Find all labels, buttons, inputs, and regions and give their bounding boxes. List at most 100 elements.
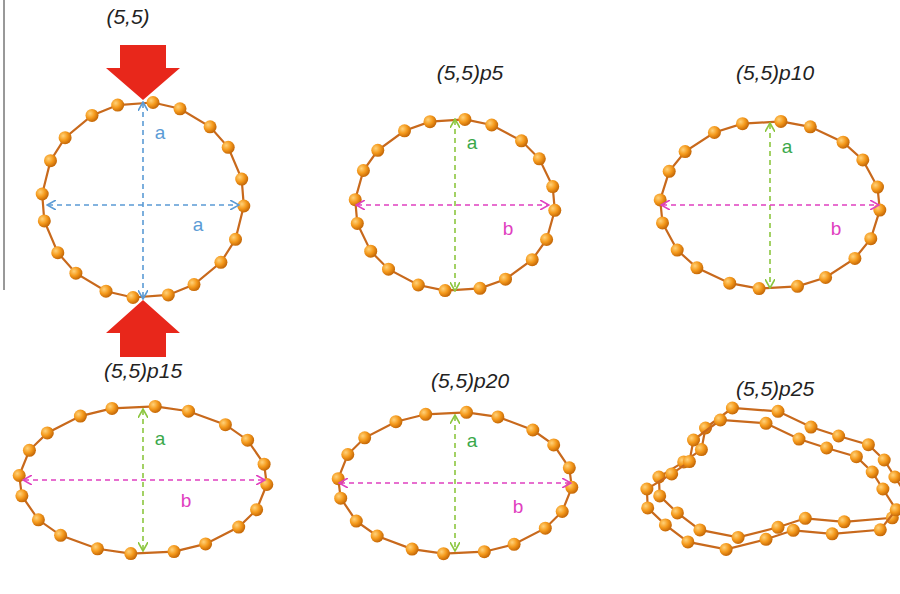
carbon-atom	[832, 430, 845, 443]
carbon-atom	[533, 152, 546, 165]
carbon-atom	[720, 543, 733, 556]
structure-title: (5,5)	[106, 6, 149, 27]
carbon-atom	[241, 434, 254, 447]
carbon-atom	[358, 431, 371, 444]
carbon-atom	[837, 136, 850, 149]
carbon-atom	[793, 433, 806, 446]
axis-label: a	[193, 215, 204, 234]
carbon-atom	[199, 537, 212, 550]
carbon-atom	[341, 448, 354, 461]
axis-label: a	[467, 133, 478, 152]
carbon-atom	[174, 102, 187, 115]
carbon-atom	[540, 233, 553, 246]
carbon-atom	[526, 253, 539, 266]
axis-label: a	[155, 123, 166, 142]
carbon-atom	[659, 518, 672, 531]
carbon-atom	[876, 483, 889, 496]
carbon-atom	[838, 515, 851, 528]
carbon-atom	[641, 501, 654, 514]
carbon-atom	[799, 512, 812, 525]
carbon-atom	[86, 109, 99, 122]
carbon-atom	[539, 522, 552, 535]
carbon-atom	[162, 288, 175, 301]
carbon-atom	[100, 285, 113, 298]
carbon-atom	[690, 261, 703, 274]
dimension-lines	[24, 103, 878, 550]
carbon-atom	[38, 214, 51, 227]
carbon-atom	[736, 117, 749, 130]
structure-title: (5,5)p15	[104, 360, 182, 381]
carbon-atom	[250, 503, 263, 516]
carbon-atom	[671, 244, 684, 257]
carbon-atom	[546, 180, 559, 193]
carbon-atom	[888, 471, 900, 484]
axis-label: b	[181, 491, 192, 510]
axis-label: a	[467, 431, 478, 450]
carbon-atom	[168, 545, 181, 558]
carbon-atom	[235, 173, 248, 186]
carbon-atom	[663, 165, 676, 178]
carbon-atom	[485, 119, 498, 132]
carbon-atom	[862, 438, 875, 451]
carbon-atom	[671, 506, 684, 519]
carbon-atom	[864, 232, 877, 245]
carbon-atom	[772, 405, 785, 418]
axis-label: b	[513, 497, 524, 516]
carbon-atom	[683, 455, 696, 468]
axis-label: b	[503, 219, 514, 238]
carbon-atom	[820, 442, 833, 455]
carbon-atom	[732, 531, 745, 544]
carbon-atom	[188, 278, 201, 291]
carbon-atom	[556, 505, 569, 518]
carbon-atom	[357, 164, 370, 177]
carbon-atom	[219, 418, 232, 431]
carbon-atom	[204, 120, 217, 133]
carbon-atom	[850, 450, 863, 463]
carbon-atom	[237, 200, 250, 213]
bond-line	[660, 121, 880, 288]
structure-title: (5,5)p10	[736, 62, 814, 83]
carbon-atom	[653, 489, 666, 502]
structure-title: (5,5)p20	[431, 370, 509, 391]
carbon-atom	[147, 96, 160, 109]
carbon-atom	[458, 113, 471, 126]
carbon-atom	[229, 233, 242, 246]
carbon-atom	[873, 204, 886, 217]
carbon-atom	[526, 424, 539, 437]
carbon-atom	[460, 406, 473, 419]
carbon-atom	[23, 444, 36, 457]
carbon-atom	[51, 246, 64, 259]
carbon-atom	[232, 521, 245, 534]
carbon-atom	[54, 529, 67, 542]
carbon-atom	[412, 279, 425, 292]
carbon-atom	[371, 530, 384, 543]
carbon-atom	[874, 523, 887, 536]
carbon-atom	[44, 154, 57, 167]
carbon-atom	[15, 489, 28, 502]
carbon-atom	[640, 483, 653, 496]
carbon-atom	[774, 115, 787, 128]
carbon-atom	[890, 503, 900, 516]
carbon-atom	[826, 527, 839, 540]
carbon-atom	[708, 126, 721, 139]
carbon-atom	[41, 426, 54, 439]
atom-rings	[13, 96, 900, 560]
carbon-atom	[149, 400, 162, 413]
carbon-atom	[871, 181, 884, 194]
carbon-atom	[214, 256, 227, 269]
divider-line	[4, 0, 5, 290]
carbon-atom	[13, 469, 26, 482]
carbon-atom	[398, 124, 411, 137]
carbon-atom	[91, 542, 104, 555]
carbon-atom	[547, 438, 560, 451]
structure-title: (5,5)p25	[736, 378, 814, 399]
carbon-atom	[478, 545, 491, 558]
bond-line	[647, 420, 896, 549]
carbon-atom	[753, 282, 766, 295]
carbon-atom	[351, 217, 364, 230]
carbon-atom	[419, 408, 432, 421]
carbon-atom	[760, 533, 773, 546]
compression-arrow	[106, 300, 180, 357]
